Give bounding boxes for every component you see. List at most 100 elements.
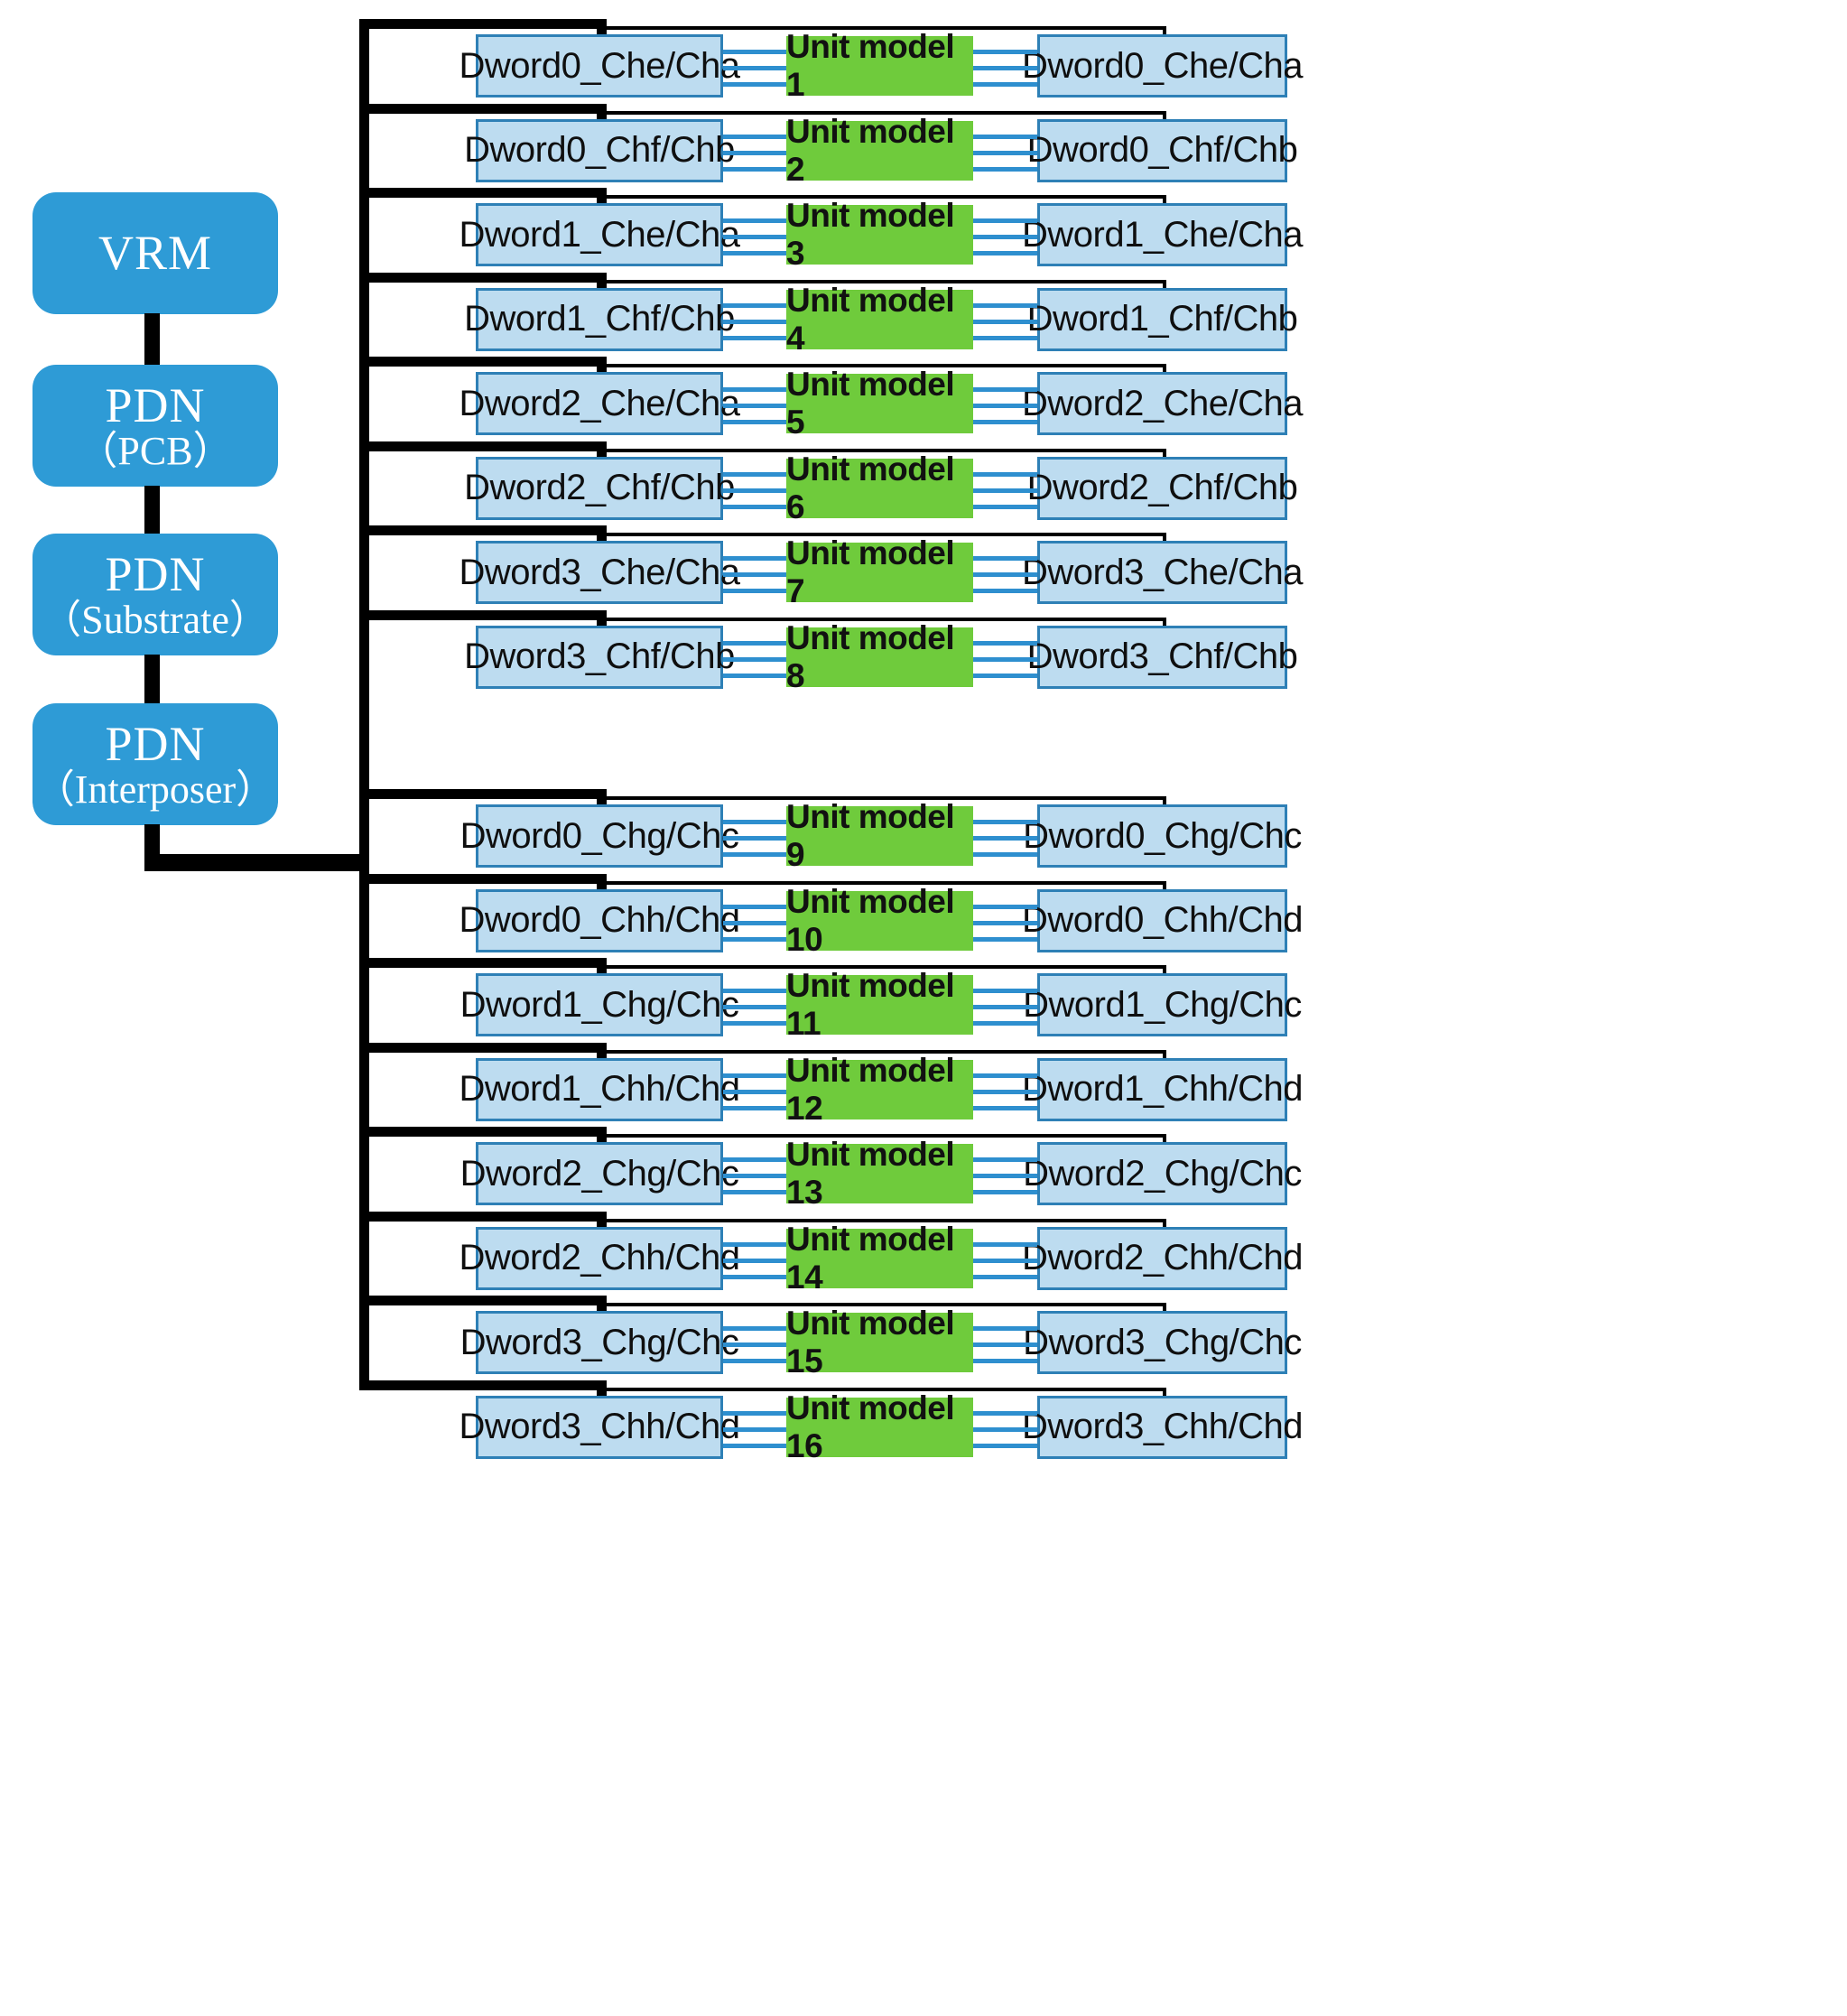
dword-box-left-9[interactable]: Dword0_Chg/Chc <box>460 804 739 868</box>
bus-branch-stub-15 <box>597 1296 607 1314</box>
dword-box-right-5[interactable]: Dword2_Che/Cha <box>1022 372 1303 435</box>
unit-model-box-9[interactable]: Unit model 9 <box>786 798 973 873</box>
pdn-box-substrate-sub: （Substrate） <box>42 597 269 642</box>
pdn-box-interposer[interactable]: PDN （Interposer） <box>32 703 278 825</box>
dword-box-left-1[interactable]: Dword0_Che/Cha <box>459 34 740 98</box>
connector-left-1-3 <box>723 82 786 87</box>
dword-box-right-label-13: Dword2_Chg/Chc <box>1023 1153 1302 1194</box>
connector-right-3-3 <box>973 251 1037 255</box>
unit-model-box-7[interactable]: Unit model 7 <box>786 534 973 609</box>
connector-right-6-2 <box>973 488 1037 493</box>
dword-box-right-11[interactable]: Dword1_Chg/Chc <box>1023 973 1302 1036</box>
unit-model-box-10[interactable]: Unit model 10 <box>786 883 973 958</box>
dword-box-right-12[interactable]: Dword1_Chh/Chd <box>1022 1057 1303 1121</box>
dword-box-right-label-11: Dword1_Chg/Chc <box>1023 984 1302 1025</box>
unit-model-box-1[interactable]: Unit model 1 <box>786 28 973 103</box>
connector-left-7-1 <box>723 556 786 561</box>
bus-branch-stub-14 <box>597 1211 607 1230</box>
dword-box-right-label-2: Dword0_Chf/Chb <box>1026 130 1298 170</box>
dword-box-left-label-16: Dword3_Chh/Chd <box>459 1407 740 1446</box>
unit-model-box-8[interactable]: Unit model 8 <box>786 619 973 694</box>
unit-model-box-6[interactable]: Unit model 6 <box>786 451 973 525</box>
connector-right-6-3 <box>973 504 1037 509</box>
dword-box-left-label-12: Dword1_Chh/Chd <box>459 1069 740 1109</box>
unit-model-box-13[interactable]: Unit model 13 <box>786 1136 973 1211</box>
pdn-box-substrate[interactable]: PDN （Substrate） <box>32 534 278 655</box>
main-vertical-bus <box>359 19 369 1390</box>
unit-model-box-5[interactable]: Unit model 5 <box>786 366 973 441</box>
unit-model-box-14[interactable]: Unit model 14 <box>786 1221 973 1296</box>
dword-box-left-7[interactable]: Dword3_Che/Cha <box>459 541 740 604</box>
bus-branch-7 <box>359 525 607 535</box>
unit-model-box-4[interactable]: Unit model 4 <box>786 282 973 357</box>
connector-right-16-3 <box>973 1443 1037 1448</box>
dword-box-right-15[interactable]: Dword3_Chg/Chc <box>1023 1311 1302 1374</box>
bus-branch-10 <box>359 873 607 884</box>
top-wire-12 <box>603 1049 1163 1054</box>
connector-right-13-2 <box>973 1174 1037 1178</box>
dword-box-left-14[interactable]: Dword2_Chh/Chd <box>459 1226 740 1290</box>
bus-branch-9 <box>359 789 607 799</box>
unit-model-box-16[interactable]: Unit model 16 <box>786 1389 973 1464</box>
dword-box-left-label-11: Dword1_Chg/Chc <box>459 984 739 1025</box>
top-wire-1 <box>603 26 1163 30</box>
connector-right-10-2 <box>973 920 1037 925</box>
connector-left-11-3 <box>723 1021 786 1026</box>
dword-box-right-1[interactable]: Dword0_Che/Cha <box>1022 34 1303 98</box>
dword-box-left-6[interactable]: Dword2_Chf/Chb <box>464 456 735 520</box>
top-wire-3 <box>603 195 1163 199</box>
pdn-box-pcb[interactable]: PDN （PCB） <box>32 365 278 487</box>
connector-left-2-2 <box>723 150 786 155</box>
pdn-box-interposer-sub: （Interposer） <box>34 766 276 812</box>
dword-box-left-5[interactable]: Dword2_Che/Cha <box>459 372 740 435</box>
dword-box-left-4[interactable]: Dword1_Chf/Chb <box>464 287 735 351</box>
unit-model-box-3[interactable]: Unit model 3 <box>786 197 973 272</box>
pdn-box-vrm[interactable]: VRM <box>32 192 278 314</box>
connector-left-16-1 <box>723 1410 786 1416</box>
unit-model-box-11[interactable]: Unit model 11 <box>786 967 973 1042</box>
unit-model-box-12[interactable]: Unit model 12 <box>786 1052 973 1127</box>
dword-box-left-11[interactable]: Dword1_Chg/Chc <box>460 973 739 1036</box>
dword-box-left-13[interactable]: Dword2_Chg/Chc <box>460 1142 739 1205</box>
dword-box-right-3[interactable]: Dword1_Che/Cha <box>1022 203 1303 266</box>
connector-right-7-2 <box>973 572 1037 577</box>
dword-box-left-2[interactable]: Dword0_Chf/Chb <box>464 118 735 182</box>
connector-right-15-1 <box>973 1326 1037 1331</box>
dword-box-right-9[interactable]: Dword0_Chg/Chc <box>1023 804 1302 868</box>
dword-box-right-13[interactable]: Dword2_Chg/Chc <box>1023 1142 1302 1205</box>
connector-left-7-2 <box>723 572 786 577</box>
dword-box-left-10[interactable]: Dword0_Chh/Chd <box>459 888 740 952</box>
dword-box-right-16[interactable]: Dword3_Chh/Chd <box>1022 1395 1303 1459</box>
dword-box-right-14[interactable]: Dword2_Chh/Chd <box>1022 1226 1303 1290</box>
connector-left-12-1 <box>723 1073 786 1078</box>
dword-box-right-4[interactable]: Dword1_Chf/Chb <box>1027 287 1298 351</box>
dword-box-right-6[interactable]: Dword2_Chf/Chb <box>1027 456 1298 520</box>
connector-left-1-2 <box>723 66 786 70</box>
dword-box-left-label-4: Dword1_Chf/Chb <box>464 299 735 339</box>
connector-right-4-1 <box>973 302 1037 308</box>
dword-box-left-label-6: Dword2_Chf/Chb <box>464 468 735 507</box>
unit-model-label-2: Unit model 2 <box>786 112 955 188</box>
bus-branch-stub-13 <box>597 1127 607 1145</box>
unit-model-label-10: Unit model 10 <box>786 882 955 958</box>
connector-left-2-3 <box>723 166 786 172</box>
dword-box-left-16[interactable]: Dword3_Chh/Chd <box>459 1395 740 1459</box>
connector-right-13-1 <box>973 1157 1037 1162</box>
dword-box-left-3[interactable]: Dword1_Che/Cha <box>459 203 740 266</box>
connector-left-5-3 <box>723 420 786 424</box>
dword-box-left-12[interactable]: Dword1_Chh/Chd <box>459 1057 740 1121</box>
dword-box-left-8[interactable]: Dword3_Chf/Chb <box>464 625 735 689</box>
dword-box-right-10[interactable]: Dword0_Chh/Chd <box>1022 888 1303 952</box>
connector-left-4-2 <box>723 319 786 324</box>
connector-left-10-3 <box>723 936 786 942</box>
connector-left-15-1 <box>723 1326 786 1331</box>
dword-box-right-7[interactable]: Dword3_Che/Cha <box>1022 541 1303 604</box>
unit-model-box-2[interactable]: Unit model 2 <box>786 113 973 188</box>
unit-model-label-15: Unit model 15 <box>786 1305 955 1380</box>
dword-box-left-15[interactable]: Dword3_Chg/Chc <box>460 1311 739 1374</box>
unit-model-label-5: Unit model 5 <box>786 366 955 441</box>
unit-model-box-15[interactable]: Unit model 15 <box>786 1305 973 1380</box>
connector-right-10-1 <box>973 904 1037 909</box>
dword-box-right-8[interactable]: Dword3_Chf/Chb <box>1027 625 1298 689</box>
dword-box-right-2[interactable]: Dword0_Chf/Chb <box>1027 118 1298 182</box>
